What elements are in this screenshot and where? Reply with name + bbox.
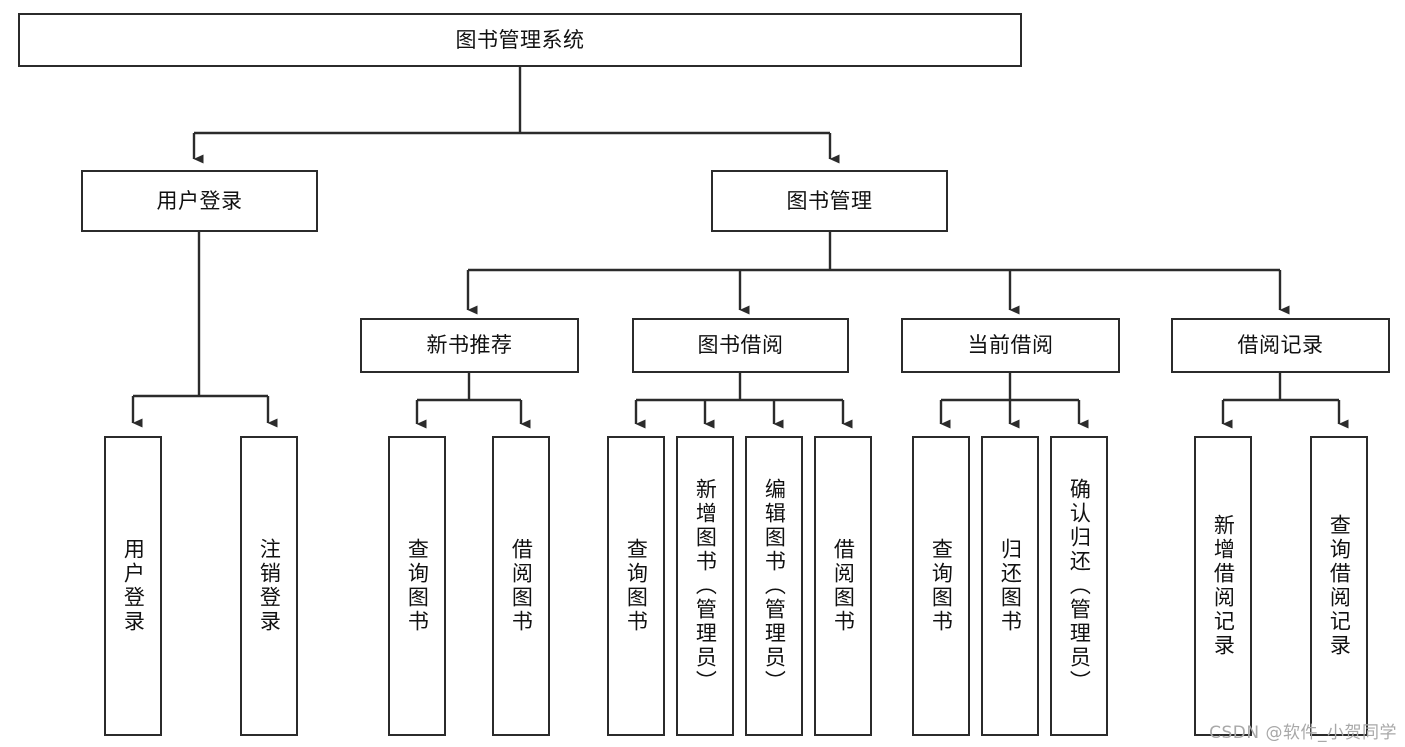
leaf-label: 查询借阅记录 <box>1327 514 1352 658</box>
leaf-label: 新增借阅记录 <box>1211 514 1236 658</box>
csdn-watermark: CSDN @软件_小贺同学 <box>1209 723 1397 743</box>
leaf-book-borrow-borrow[interactable]: 借阅图书 <box>814 436 872 736</box>
node-root-system[interactable]: 图书管理系统 <box>18 13 1022 67</box>
leaf-new-book-borrow[interactable]: 借阅图书 <box>492 436 550 736</box>
leaf-label: 查询图书 <box>405 538 430 634</box>
leaf-label: 查询图书 <box>624 538 649 634</box>
leaf-user-login-logout[interactable]: 注销登录 <box>240 436 298 736</box>
node-book-management[interactable]: 图书管理 <box>711 170 948 232</box>
leaf-borrow-record-add[interactable]: 新增借阅记录 <box>1194 436 1252 736</box>
leaf-current-borrow-confirm[interactable]: 确认归还（管理员） <box>1050 436 1108 736</box>
leaf-borrow-record-query[interactable]: 查询借阅记录 <box>1310 436 1368 736</box>
leaf-label: 用户登录 <box>121 538 146 634</box>
node-current-borrow[interactable]: 当前借阅 <box>901 318 1120 373</box>
leaf-new-book-query[interactable]: 查询图书 <box>388 436 446 736</box>
leaf-label: 借阅图书 <box>831 538 856 634</box>
leaf-label: 确认归还（管理员） <box>1067 478 1092 694</box>
leaf-book-borrow-edit[interactable]: 编辑图书（管理员） <box>745 436 803 736</box>
leaf-user-login-login[interactable]: 用户登录 <box>104 436 162 736</box>
node-user-login[interactable]: 用户登录 <box>81 170 318 232</box>
leaf-label: 注销登录 <box>257 538 282 634</box>
node-book-borrow[interactable]: 图书借阅 <box>632 318 849 373</box>
leaf-book-borrow-add[interactable]: 新增图书（管理员） <box>676 436 734 736</box>
leaf-label: 借阅图书 <box>509 538 534 634</box>
node-new-book-recommend[interactable]: 新书推荐 <box>360 318 579 373</box>
leaf-label: 查询图书 <box>929 538 954 634</box>
leaf-label: 编辑图书（管理员） <box>762 478 787 694</box>
node-borrow-record[interactable]: 借阅记录 <box>1171 318 1390 373</box>
leaf-book-borrow-query[interactable]: 查询图书 <box>607 436 665 736</box>
leaf-current-borrow-query[interactable]: 查询图书 <box>912 436 970 736</box>
leaf-label: 新增图书（管理员） <box>693 478 718 694</box>
leaf-label: 归还图书 <box>998 538 1023 634</box>
leaf-current-borrow-return[interactable]: 归还图书 <box>981 436 1039 736</box>
